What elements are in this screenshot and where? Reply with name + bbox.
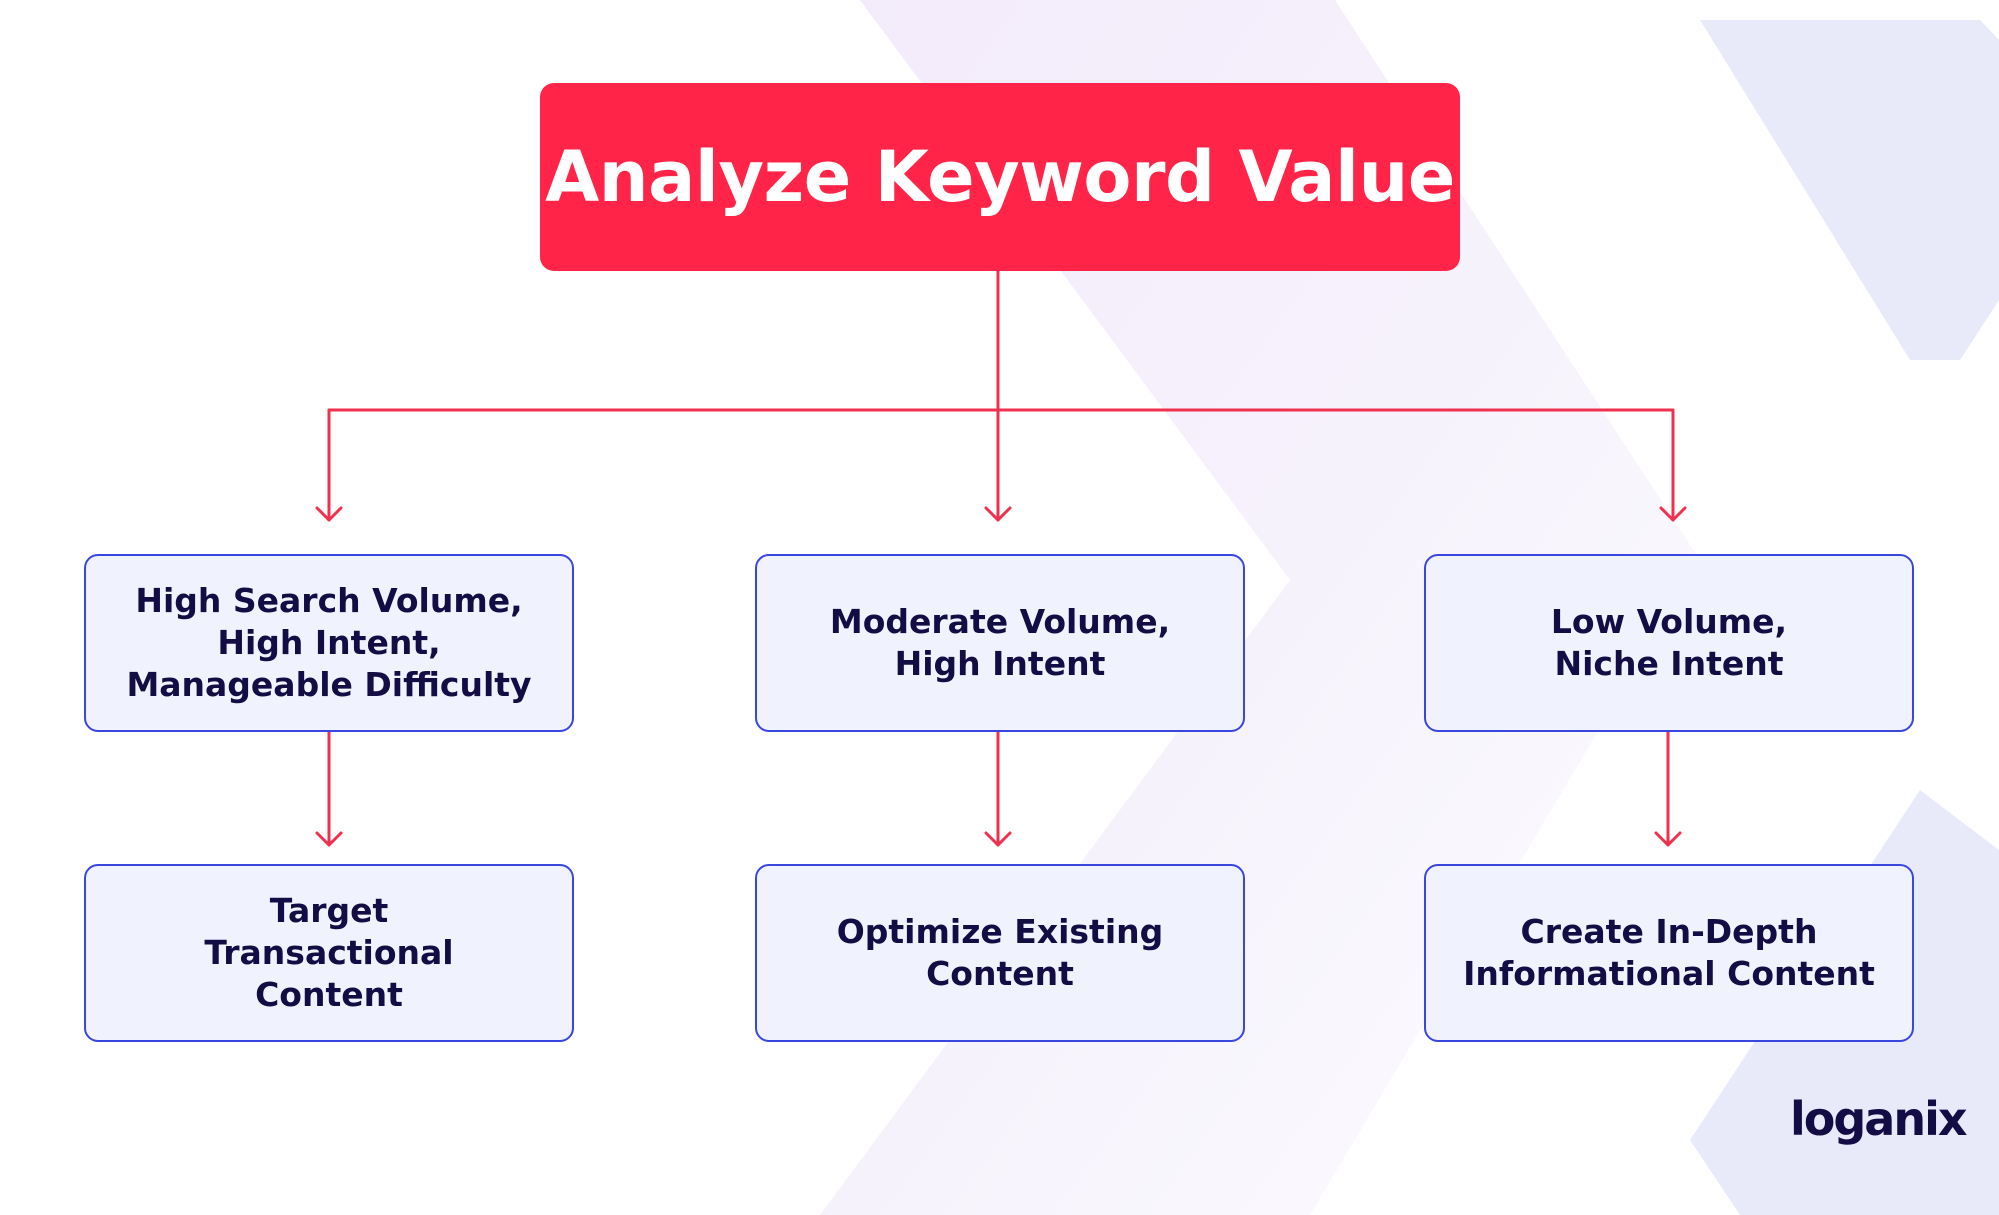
arrowhead-right-1 — [1659, 506, 1687, 522]
node-moderate-volume: Moderate Volume, High Intent — [755, 554, 1245, 732]
root-node: Analyze Keyword Value — [540, 83, 1460, 271]
arrowhead-left-1 — [315, 506, 343, 522]
node-label: Create In-Depth Informational Content — [1463, 912, 1875, 993]
node-label: Target Transactional Content — [204, 891, 454, 1014]
node-label: Optimize Existing Content — [836, 912, 1164, 993]
root-title: Analyze Keyword Value — [545, 136, 1455, 218]
arrowhead-left-2 — [315, 831, 343, 847]
arrowhead-right-2 — [1654, 831, 1682, 847]
background-diamond-top — [1700, 20, 1999, 360]
node-label: Low Volume, Niche Intent — [1550, 602, 1788, 683]
loganix-logo: loganix — [1790, 1092, 1968, 1146]
arrowhead-center-2 — [984, 831, 1012, 847]
node-create-informational-content: Create In-Depth Informational Content — [1424, 864, 1914, 1042]
node-label: High Search Volume, High Intent, Managea… — [126, 581, 532, 704]
node-high-search-volume: High Search Volume, High Intent, Managea… — [84, 554, 574, 732]
node-low-volume: Low Volume, Niche Intent — [1424, 554, 1914, 732]
arrowhead-center-1 — [984, 506, 1012, 522]
node-optimize-existing-content: Optimize Existing Content — [755, 864, 1245, 1042]
node-target-transactional-content: Target Transactional Content — [84, 864, 574, 1042]
node-label: Moderate Volume, High Intent — [829, 602, 1171, 683]
